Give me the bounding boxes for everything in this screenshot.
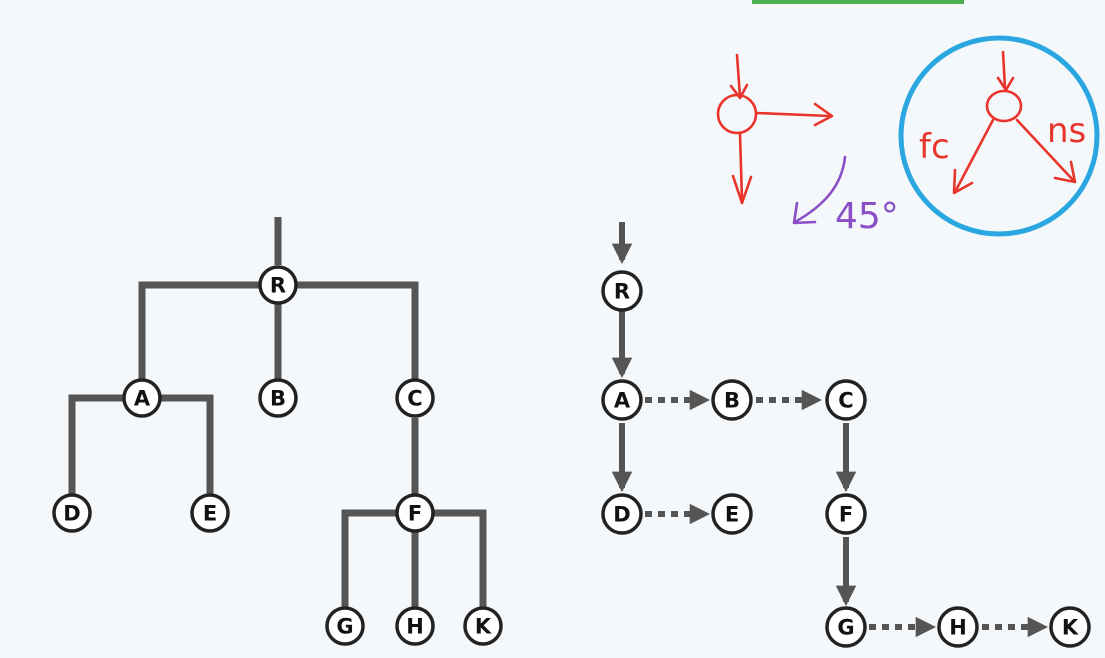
next-sibling-label: ns (1047, 111, 1086, 151)
right-node-f: F (825, 493, 867, 535)
left-node-h-label: H (406, 615, 424, 639)
right-node-g: G (825, 606, 867, 648)
right-node-a-label: A (614, 389, 631, 413)
left-node-d: D (52, 493, 92, 533)
edge-a-d (68, 394, 124, 495)
left-node-a-label: A (134, 387, 151, 411)
annotation-node-pointers (716, 53, 834, 205)
left-node-k-label: K (475, 615, 492, 639)
left-node-e-label: E (203, 502, 217, 526)
edge-f-k (433, 509, 487, 608)
right-node-k: K (1049, 606, 1091, 648)
edge-r-c (296, 281, 419, 380)
red-sketch-node-2 (985, 89, 1023, 123)
angle-label: 45° (835, 196, 899, 237)
right-tree: R A B C D E F G H K (601, 222, 1091, 648)
left-node-d-label: D (63, 502, 80, 526)
left-node-f: F (395, 493, 435, 533)
right-node-f-label: F (839, 503, 853, 527)
left-tree: R A B C D E F G H K (52, 217, 503, 646)
right-node-h-label: H (949, 616, 967, 640)
edge-f-g (341, 509, 397, 608)
right-node-d: D (601, 493, 643, 535)
right-node-a: A (601, 379, 643, 421)
left-node-c: C (395, 378, 435, 418)
red-down-arrow (731, 132, 753, 205)
right-node-g-label: G (837, 616, 854, 640)
left-node-a: A (122, 378, 162, 418)
blue-highlight-circle (898, 35, 1100, 237)
left-node-e: E (190, 493, 230, 533)
red-sketch-node (716, 93, 758, 135)
annotation-rotation: 45° (792, 155, 899, 237)
red-next-sibling-arrow (1015, 118, 1077, 184)
edge-r-a (138, 281, 260, 380)
left-node-r: R (258, 265, 298, 305)
top-green-bar (752, 0, 964, 4)
edge-a-e (160, 394, 214, 495)
first-child-label: fc (919, 127, 950, 167)
left-node-k: K (463, 606, 503, 646)
left-node-b: B (258, 378, 298, 418)
right-node-e-label: E (725, 503, 739, 527)
right-node-r: R (601, 270, 643, 312)
left-node-g: G (325, 606, 365, 646)
right-node-d-label: D (613, 503, 630, 527)
right-node-b: B (711, 379, 753, 421)
right-node-c: C (825, 379, 867, 421)
red-first-child-arrow (952, 118, 995, 195)
left-node-b-label: B (270, 387, 286, 411)
left-node-r-label: R (270, 274, 286, 298)
right-node-b-label: B (724, 389, 740, 413)
right-node-c-label: C (838, 389, 853, 413)
right-node-e: E (711, 493, 753, 535)
red-right-arrow (755, 102, 834, 127)
right-node-r-label: R (614, 280, 630, 304)
red-incoming-arrow-2 (996, 50, 1015, 92)
right-node-h: H (937, 606, 979, 648)
right-node-k-label: K (1062, 616, 1079, 640)
purple-rotate-arrow (792, 155, 847, 225)
left-node-h: H (395, 606, 435, 646)
left-node-g-label: G (336, 615, 353, 639)
annotation-binary-pointers: fc ns (898, 35, 1100, 237)
red-incoming-arrow (729, 53, 749, 100)
left-node-c-label: C (407, 387, 422, 411)
left-tree-edges (68, 217, 487, 608)
left-node-f-label: F (408, 502, 422, 526)
right-tree-edges (611, 222, 1049, 638)
